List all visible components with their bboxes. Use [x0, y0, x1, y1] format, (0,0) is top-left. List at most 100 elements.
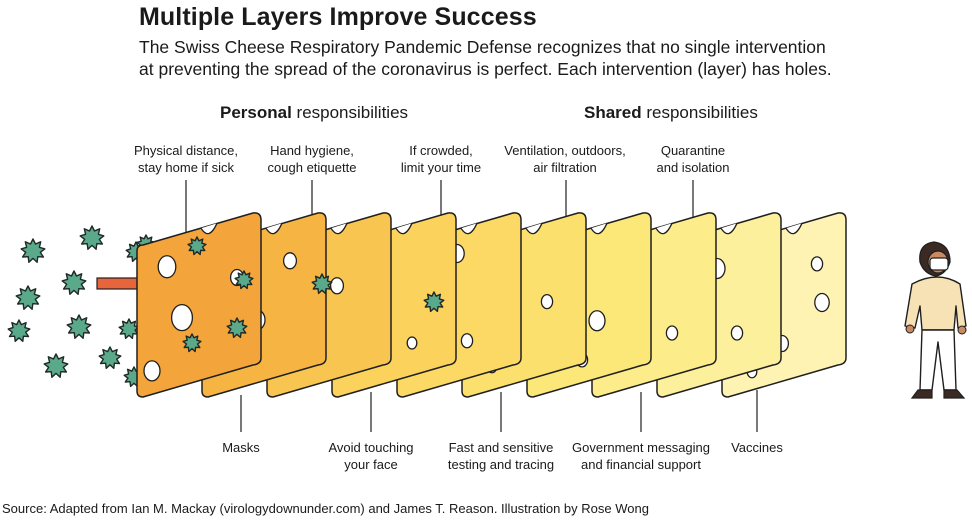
label-hand-hygiene-line1: Hand hygiene,	[270, 143, 354, 158]
label-government-line1: Government messaging	[571, 440, 711, 455]
virus-body	[226, 317, 248, 339]
person-pants	[919, 329, 957, 391]
virus-particle	[98, 346, 122, 369]
virus-particle	[66, 314, 92, 339]
diagram-subtitle: The Swiss Cheese Respiratory Pandemic De…	[139, 37, 832, 79]
shared-responsibilities-heading: Shared responsibilities	[584, 103, 758, 123]
virus-particle	[187, 236, 207, 256]
label-masks: Masks	[222, 439, 260, 456]
person-shoe-right	[943, 389, 966, 399]
virus-particle	[423, 291, 445, 313]
cheese-slices	[136, 212, 847, 398]
cheese-notch	[200, 222, 218, 235]
label-if-crowded-line1: If crowded,	[409, 143, 473, 158]
cheese-hole	[588, 310, 606, 332]
label-government-messaging: Government messaging and financial suppo…	[572, 439, 710, 473]
cheese-hole	[665, 325, 679, 341]
label-ventilation-line2: air filtration	[533, 160, 597, 175]
cheese-notch	[525, 222, 543, 235]
label-vaccines-line1: Vaccines	[731, 440, 783, 455]
label-ventilation: Ventilation, outdoors, air filtration	[504, 142, 625, 176]
virus-body	[79, 225, 105, 251]
virus-particle	[226, 317, 248, 339]
virus-cluster	[7, 225, 156, 388]
diagram-title: Multiple Layers Improve Success	[139, 3, 537, 31]
cheese-slice-1	[136, 212, 262, 398]
label-quarantine: Quarantine and isolation	[657, 142, 730, 176]
virus-body	[423, 291, 445, 313]
source-credit: Source: Adapted from Ian M. Mackay (viro…	[2, 501, 649, 516]
cheese-hole	[406, 336, 418, 350]
virus-particle	[15, 285, 41, 310]
virus-body	[7, 319, 31, 342]
label-testing-line2: testing and tracing	[447, 457, 555, 472]
cheese-hole	[157, 255, 177, 279]
label-avoid-touching-line2: your face	[344, 457, 398, 472]
cheese-notch	[265, 222, 283, 235]
cheese-notch	[460, 222, 478, 235]
shared-heading-rest: responsibilities	[641, 103, 758, 122]
cheese-notch	[395, 222, 413, 235]
cheese-hole	[814, 292, 830, 313]
label-masks-line1: Masks	[222, 440, 260, 455]
label-hand-hygiene-line2: cough etiquette	[267, 160, 357, 175]
label-physical-distance-line1: Physical distance,	[133, 143, 239, 158]
virus-body	[98, 346, 122, 369]
person-shirt	[904, 276, 967, 331]
person-illustration	[904, 241, 967, 399]
label-avoid-touching: Avoid touching your face	[328, 439, 413, 473]
label-government-line2: and financial support	[581, 457, 701, 472]
virus-particle	[20, 238, 46, 263]
label-hand-hygiene: Hand hygiene, cough etiquette	[268, 142, 357, 176]
virus-body	[20, 238, 46, 263]
virus-particle	[311, 273, 333, 295]
virus-particle	[7, 319, 31, 342]
label-testing: Fast and sensitive testing and tracing	[448, 439, 554, 473]
virus-particle	[61, 270, 87, 295]
label-quarantine-line1: Quarantine	[660, 143, 726, 158]
label-physical-distance: Physical distance, stay home if sick	[134, 142, 238, 176]
virus-body	[61, 270, 87, 295]
virus-body	[234, 270, 254, 290]
virus-body	[182, 333, 202, 353]
person-hand-left	[905, 324, 915, 334]
personal-heading-rest: responsibilities	[291, 103, 409, 122]
virus-body	[118, 318, 140, 340]
label-if-crowded-line2: limit your time	[400, 160, 482, 175]
cheese-hole	[170, 303, 194, 332]
cheese-hole	[810, 256, 824, 272]
cheese-notch	[330, 222, 348, 235]
cheese-hole	[460, 333, 474, 349]
label-quarantine-line2: and isolation	[656, 160, 730, 175]
cheese-hole	[282, 252, 298, 270]
shared-heading-bold: Shared	[584, 103, 642, 122]
label-avoid-touching-line1: Avoid touching	[328, 440, 414, 455]
virus-body	[15, 285, 41, 310]
cheese-notch	[655, 222, 673, 235]
person-mask	[929, 257, 949, 271]
cheese-hole	[329, 277, 345, 295]
person-hand-right	[957, 325, 967, 335]
virus-particle	[234, 270, 254, 290]
label-if-crowded: If crowded, limit your time	[401, 142, 481, 176]
cheese-hole	[143, 360, 161, 382]
label-physical-distance-line2: stay home if sick	[137, 160, 235, 175]
personal-heading-bold: Personal	[220, 103, 292, 122]
virus-body	[43, 353, 69, 378]
label-testing-line1: Fast and sensitive	[448, 440, 554, 455]
personal-responsibilities-heading: Personal responsibilities	[220, 103, 408, 123]
virus-body	[66, 314, 92, 339]
virus-particle	[118, 318, 140, 340]
person-shoe-left	[910, 389, 933, 399]
label-vaccines: Vaccines	[731, 439, 783, 456]
virus-particle	[43, 353, 69, 378]
label-ventilation-line1: Ventilation, outdoors,	[504, 143, 626, 158]
cheese-hole	[540, 293, 554, 310]
cheese-notch	[720, 222, 738, 235]
virus-particle	[79, 225, 105, 251]
cheese-notch	[785, 222, 803, 235]
cheese-hole	[730, 325, 744, 341]
virus-body	[311, 273, 333, 295]
cheese-notch	[590, 222, 608, 235]
